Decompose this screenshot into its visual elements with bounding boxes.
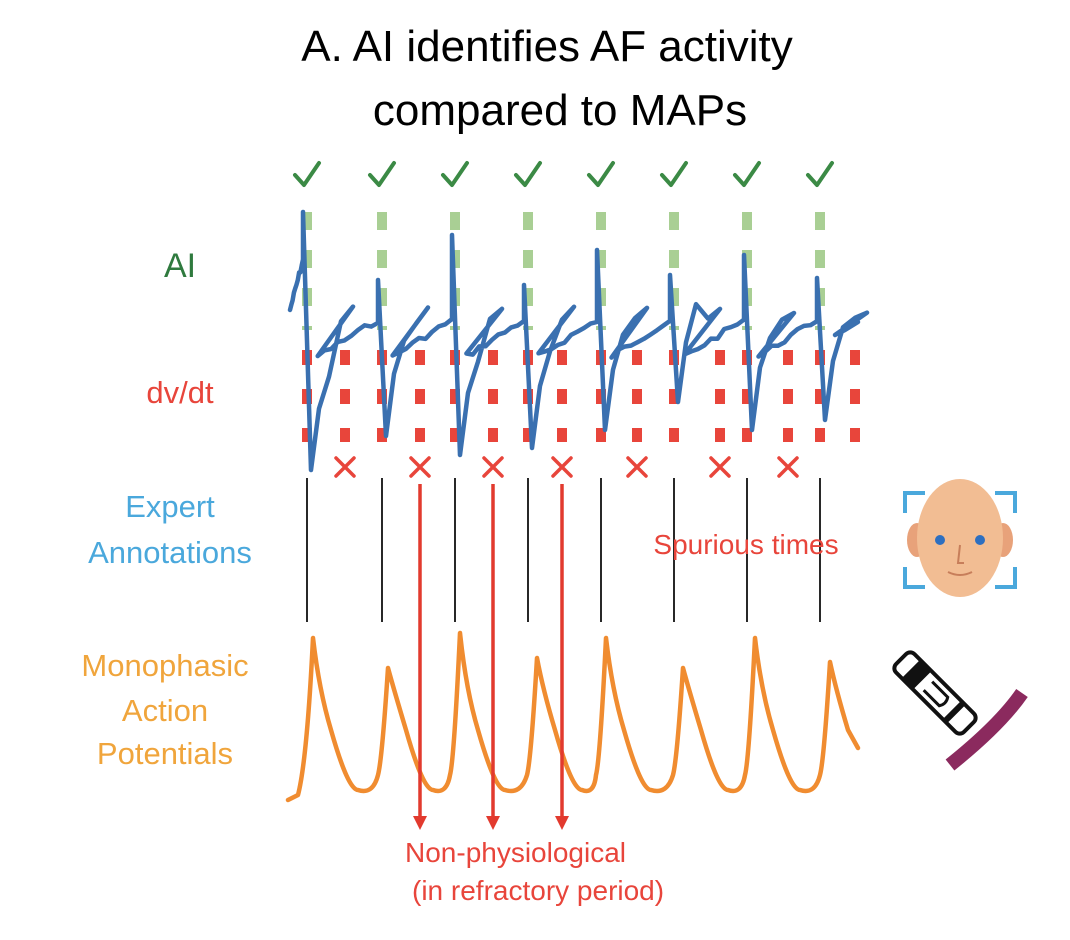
spurious-times-label: Spurious times (653, 529, 839, 560)
expert-label-line-2: Annotations (88, 535, 252, 570)
title-line-1: A. AI identifies AF activity (301, 22, 793, 71)
checkmark-icon (806, 161, 834, 187)
checkmark-icon (441, 161, 469, 187)
checkmark-icon (660, 161, 688, 187)
checkmark-icon (733, 161, 761, 187)
checkmark-icon (514, 161, 542, 187)
non-physiological-label-line-1: Non-physiological (405, 837, 627, 868)
ai-signal-trace (287, 209, 870, 473)
cross-icon (709, 456, 731, 478)
map-label-line-1: Monophasic (81, 648, 249, 683)
cross-icon (409, 456, 431, 478)
map-label-line-3: Potentials (96, 736, 234, 771)
catheter-icon (892, 650, 1028, 771)
non-physiological-label-line-2: (in refractory period) (412, 875, 665, 906)
checkmark-icon (368, 161, 396, 187)
non-physiological-arrows (413, 484, 569, 830)
title-line-2: compared to MAPs (372, 86, 748, 135)
arrow-head-icon (486, 816, 500, 830)
cross-icon (626, 456, 648, 478)
checkmark-icon (293, 161, 321, 187)
expert-annotation-lines (306, 478, 821, 622)
dvdt-label: dv/dt (146, 375, 214, 410)
cross-icon (482, 456, 504, 478)
map-label-line-2: Action (121, 693, 209, 728)
ai-checkmarks (293, 161, 834, 187)
checkmark-icon (587, 161, 615, 187)
dvdt-crosses (334, 456, 799, 478)
map-signal-trace (285, 630, 861, 803)
ai-label: AI (163, 247, 197, 285)
cross-icon (777, 456, 799, 478)
arrow-head-icon (413, 816, 427, 830)
expert-label-line-1: Expert (125, 489, 215, 524)
person-face-icon (903, 479, 1017, 597)
arrow-head-icon (555, 816, 569, 830)
cross-icon (551, 456, 573, 478)
cross-icon (334, 456, 356, 478)
